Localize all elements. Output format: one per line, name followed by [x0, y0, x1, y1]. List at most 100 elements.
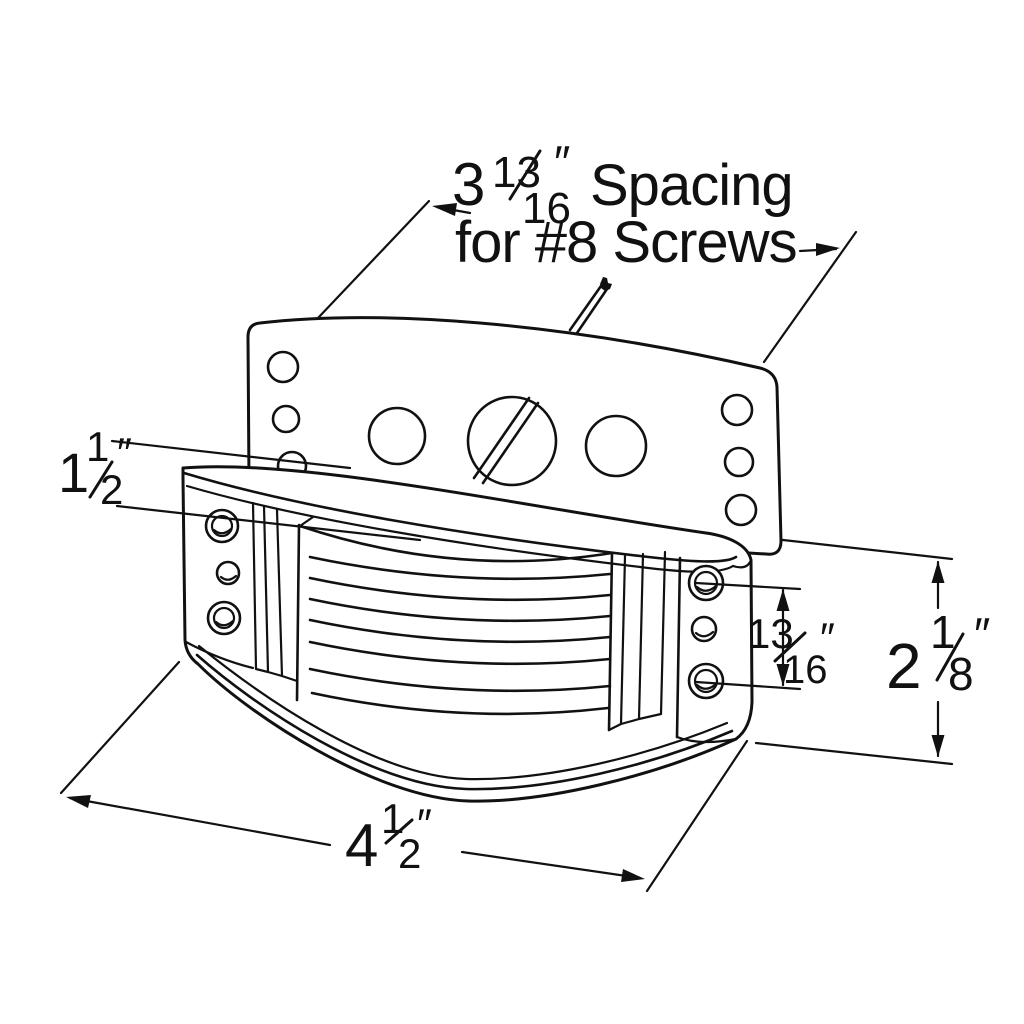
ridge-line [262, 504, 270, 674]
ridge-line [637, 552, 645, 721]
grommet-outer [690, 615, 718, 643]
skirt-line [197, 644, 729, 781]
extension-line [694, 680, 802, 691]
leader-line [110, 439, 352, 470]
dimension-screw-spacing: 3 13 16 ″ Spacing for #8 Screws [316, 136, 858, 364]
dimension-text: 1 [86, 423, 109, 470]
dimension-text: ″ [554, 136, 570, 188]
screw-slot-line [472, 396, 531, 480]
dimension-text: 1 [930, 606, 956, 658]
extension-line [316, 199, 431, 320]
grommet-inner [210, 514, 234, 538]
louver-line [308, 640, 612, 666]
dimension-text: ″ [417, 800, 432, 847]
grommet-panel-left-edge [675, 556, 682, 739]
grommet-inner [212, 606, 236, 630]
grommet-inner [693, 668, 719, 694]
grommet-crescent [219, 574, 238, 581]
wire-line [568, 284, 603, 332]
alarm-body [181, 465, 754, 803]
dimension-label: Spacing [590, 153, 793, 218]
dimension-body-height: 2 1 8 ″ [754, 538, 990, 766]
dimension-line [68, 796, 332, 847]
dimension-text: 8 [948, 648, 974, 700]
fraction-slash [384, 818, 414, 845]
grommet-crescent [695, 584, 718, 592]
dimension-flange-depth: 1 1 2 ″ [58, 423, 422, 542]
dimension-arrow [66, 795, 91, 808]
fraction-slash [773, 631, 807, 663]
dimension-arrow [931, 561, 945, 583]
dimension-arrow [776, 664, 790, 686]
dimension-arrow [776, 589, 790, 611]
bracket-hole [723, 446, 755, 478]
extension-line [59, 660, 181, 795]
dimension-arrow [432, 203, 457, 216]
grommet-outer [204, 508, 240, 544]
grommet [206, 600, 242, 636]
bracket-hole [720, 393, 754, 427]
top-face-tip-curl [731, 560, 752, 569]
grommet-crescent [694, 630, 715, 638]
dimension-label: for #8 Screws [455, 210, 797, 275]
dimension-text: ″ [117, 429, 132, 476]
louver-panel-corner [298, 515, 315, 528]
grommet-crescent [212, 527, 233, 535]
fraction-slash [508, 149, 542, 201]
extension-line [645, 739, 749, 893]
dimension-arrow [621, 869, 645, 882]
dimension-text: 16 [522, 184, 571, 233]
bracket-large-hole [584, 414, 648, 478]
skirt-line [195, 653, 734, 791]
louver-line [310, 691, 610, 716]
dimension-text: ″ [974, 608, 990, 660]
dimension-arrow [816, 243, 840, 256]
extension-line [781, 538, 954, 561]
louver-line [308, 667, 612, 693]
wire-tip [600, 277, 612, 291]
left-panel-bottom [184, 640, 255, 670]
leader-line [115, 504, 422, 542]
bracket-hole [271, 404, 301, 434]
dimension-text: 4 [345, 812, 378, 879]
extension-line [762, 230, 858, 364]
louver-line [308, 576, 612, 602]
fraction-slash [935, 632, 965, 682]
ridge-line [619, 554, 627, 726]
screw-slot-line [481, 401, 540, 485]
louver-panel-left-edge [295, 523, 301, 702]
bracket-large-hole [367, 406, 427, 466]
grommet [204, 508, 240, 544]
fraction-slash [88, 460, 114, 499]
ridge-line [251, 501, 258, 671]
ridge-steps [254, 667, 299, 683]
dimension-line [460, 850, 642, 880]
wire-lead [568, 277, 612, 335]
louver-line [308, 618, 612, 644]
dimension-text: 1 [58, 441, 89, 504]
dimension-text: 2 [100, 466, 123, 513]
dimension-text: ″ [820, 614, 835, 661]
grommet [215, 560, 241, 586]
grommet-outer [206, 600, 242, 636]
wire-line [575, 287, 609, 335]
ridge-line [275, 508, 284, 678]
ridge-steps [607, 712, 663, 732]
bracket-hole [266, 350, 300, 384]
ridge-line [659, 550, 667, 716]
louver-line [308, 597, 612, 623]
top-face-front-edge [182, 471, 738, 563]
grommet-crescent [695, 682, 718, 690]
dimension-hole-spacing: 13 16 ″ [694, 581, 835, 692]
dimension-text: 2 [886, 630, 922, 702]
bracket-hole [724, 493, 758, 527]
grommet [687, 662, 725, 700]
louver-line [308, 555, 612, 581]
dimension-text: 16 [783, 648, 828, 692]
grommet [690, 615, 718, 643]
louver-panel-top-edge [298, 524, 614, 563]
dimension-arrow [931, 735, 945, 757]
dimension-text: 2 [398, 830, 421, 877]
